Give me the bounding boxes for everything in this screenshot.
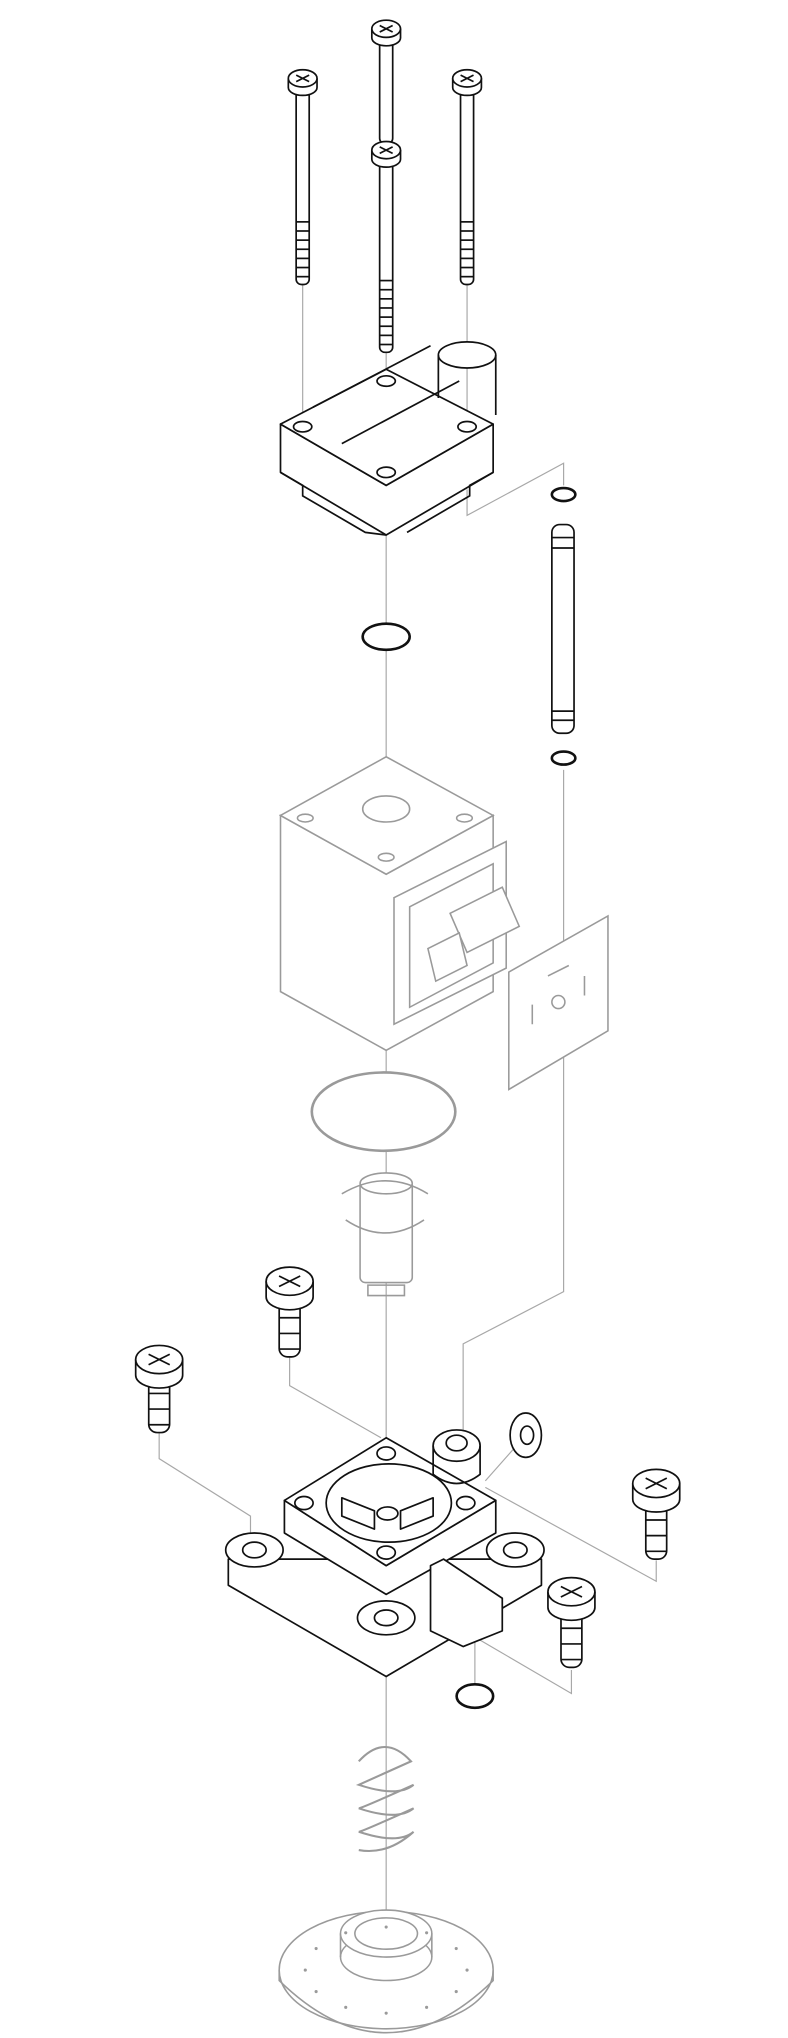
phillips-cross-icon [379, 146, 394, 155]
base-hole [314, 1946, 318, 1951]
base-hole [425, 1931, 429, 1935]
screw-long-center [370, 140, 402, 354]
phillips-cross-icon [645, 1477, 668, 1490]
base-hole [314, 1990, 318, 1994]
spring [355, 1746, 415, 1852]
solenoid-coil [278, 755, 521, 1052]
phillips-cross-icon [379, 24, 394, 33]
base-hole [454, 1946, 458, 1951]
screw-screw-d [547, 1576, 596, 1669]
screw-shaft [459, 77, 475, 286]
screw-shaft [295, 77, 311, 286]
top-bracket-block [279, 341, 497, 536]
screw-screw-c [631, 1468, 681, 1560]
phillips-cross-icon [560, 1585, 583, 1598]
base-holes [303, 1925, 469, 2015]
base-hole [344, 1931, 348, 1935]
washer-hole [519, 1425, 535, 1446]
leader-screw-c [485, 1486, 657, 1583]
terminal-cover-plate [508, 914, 609, 1091]
o-ring-pin-bottom [550, 750, 577, 766]
plunger [341, 1172, 429, 1297]
base-hole [303, 1968, 307, 1972]
pump-body [224, 1429, 545, 1678]
leader-screw-a [289, 1356, 382, 1439]
o-ring-bottom [455, 1683, 495, 1710]
base-hole [384, 1925, 388, 1929]
base-hole [344, 2005, 348, 2009]
base-hole [465, 1968, 469, 1972]
screw-screw-a [265, 1266, 314, 1358]
o-ring-pin-top [550, 486, 577, 503]
leader-screw-b [158, 1432, 252, 1550]
o-ring-upper [361, 622, 411, 652]
phillips-cross-icon [278, 1275, 301, 1288]
phillips-cross-icon [295, 74, 310, 83]
screw-long-top-left [287, 68, 318, 286]
o-ring-large [310, 1071, 457, 1153]
screw-shaft [378, 149, 394, 354]
valve-pin [551, 523, 575, 735]
leader-pin [466, 462, 565, 517]
screws [134, 19, 681, 1669]
phillips-cross-icon [460, 74, 474, 83]
screw-long-top-right [451, 68, 483, 286]
base-hole [384, 2011, 388, 2015]
base-hole [425, 2005, 429, 2009]
base-hole [454, 1990, 458, 1994]
screw-screw-b [134, 1344, 184, 1434]
base-disc [278, 1909, 494, 2034]
screw-long-top-center [370, 19, 402, 145]
phillips-cross-icon [148, 1353, 171, 1366]
